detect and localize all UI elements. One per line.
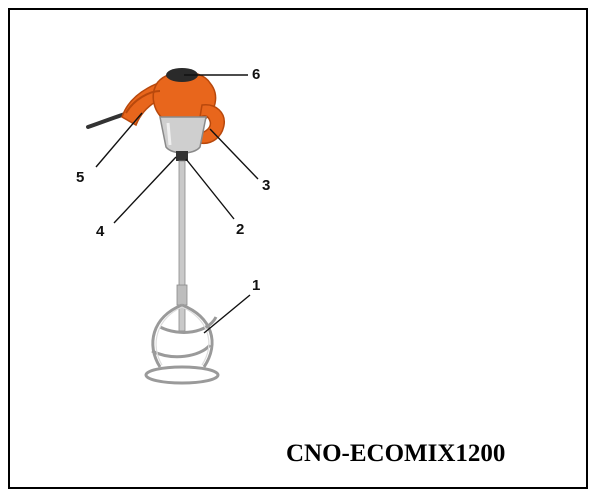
mixing-paddle <box>144 303 220 385</box>
leader-lines <box>95 74 259 334</box>
mixing-shaft <box>178 160 186 332</box>
mixer-illustration <box>86 68 259 385</box>
callout-4: 4 <box>96 223 105 240</box>
model-name: CNO-ECOMIX1200 <box>286 440 506 467</box>
callout-6: 6 <box>252 66 261 83</box>
callout-5: 5 <box>76 169 85 186</box>
top-switch <box>166 68 198 82</box>
leader-3 <box>209 128 259 180</box>
diagram-frame <box>8 8 588 489</box>
callout-3: 3 <box>262 177 271 194</box>
gear-housing <box>159 116 207 154</box>
callout-2: 2 <box>236 221 245 238</box>
leader-1 <box>203 294 251 334</box>
leader-2 <box>185 158 235 220</box>
chuck <box>176 151 188 161</box>
leader-5 <box>95 112 143 168</box>
leader-4 <box>113 156 177 224</box>
callout-1: 1 <box>252 277 261 294</box>
